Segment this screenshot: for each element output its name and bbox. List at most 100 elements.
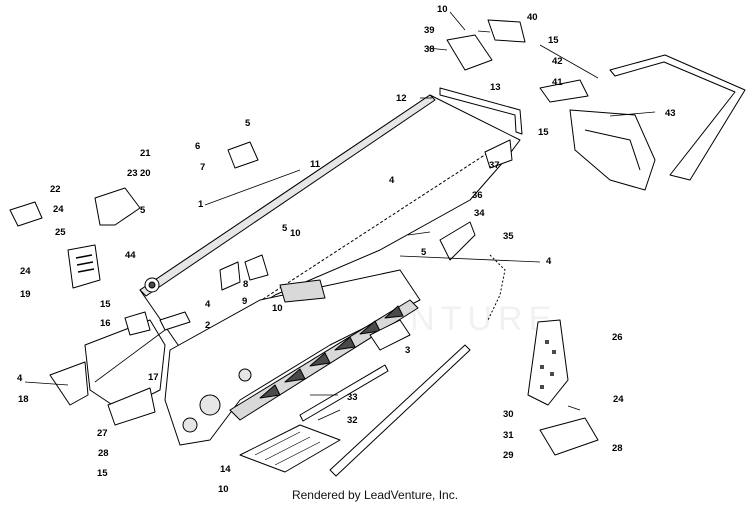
tail-cap-40 <box>487 19 526 43</box>
callout-label: 15 <box>538 127 549 138</box>
callout-label: 5 <box>245 118 251 129</box>
callout-label: 23 <box>127 168 138 179</box>
callout-label: 19 <box>20 289 31 300</box>
callout-label: 34 <box>474 208 485 219</box>
chassis-side-panel <box>164 269 421 446</box>
callout-label: 5 <box>421 247 427 258</box>
rear-bumper-43 <box>569 109 656 191</box>
callout-label: 4 <box>546 256 552 267</box>
bracket-9 <box>219 261 241 291</box>
callout-label: 15 <box>548 35 559 46</box>
callout-label: 26 <box>612 332 623 343</box>
callout-label: 15 <box>97 468 108 479</box>
callout-label: 11 <box>310 159 321 170</box>
callout-label: 13 <box>490 82 501 93</box>
callout-label: 1 <box>198 199 204 210</box>
callout-label: 40 <box>527 12 538 23</box>
callout-label: 7 <box>200 162 205 173</box>
skid-plate <box>239 424 341 473</box>
callout-label: 28 <box>612 443 623 454</box>
callout-label: 25 <box>55 227 66 238</box>
cap-22 <box>9 201 43 227</box>
bulkhead-bracket <box>49 361 89 406</box>
callout-label: 3 <box>405 345 410 356</box>
callout-label: 41 <box>552 77 563 88</box>
bracket-16 <box>124 311 151 336</box>
footrest-holes <box>540 340 556 389</box>
pad-27 <box>107 387 156 426</box>
callout-label: 24 <box>20 266 31 277</box>
callout-label: 36 <box>472 190 483 201</box>
bracket-3 <box>369 319 411 351</box>
callout-label: 29 <box>503 450 514 461</box>
plate-34 <box>439 221 476 261</box>
panel-hole <box>238 368 252 382</box>
callout-label: 32 <box>347 415 358 426</box>
callout-label: 35 <box>503 231 514 242</box>
callout-label: 9 <box>242 296 247 307</box>
callout-label: 14 <box>220 464 231 475</box>
callout-label: 10 <box>218 484 229 495</box>
callout-label: 31 <box>503 430 514 441</box>
brace-truss <box>259 305 404 399</box>
callout-label: 27 <box>97 428 108 439</box>
panel-hole <box>182 417 198 433</box>
callout-label: 5 <box>140 205 146 216</box>
cable-35 <box>487 254 506 321</box>
callout-label: 6 <box>195 141 200 152</box>
callout-label: 24 <box>53 204 64 215</box>
knob-44-center <box>148 281 156 289</box>
callout-label: 8 <box>243 279 248 290</box>
tunnel-rail-flange <box>139 94 436 297</box>
callout-label: 28 <box>98 448 109 459</box>
callout-label: 15 <box>100 299 111 310</box>
cover-10 <box>279 279 326 303</box>
rail-bar-32 <box>329 344 471 477</box>
bracket-39 <box>446 34 493 71</box>
callout-label: 4 <box>17 373 23 384</box>
front-bulkhead <box>84 319 166 411</box>
skid-plate-slots <box>254 431 321 466</box>
callout-label: 42 <box>552 56 563 67</box>
callout-label: 37 <box>489 160 500 171</box>
callout-label: 10 <box>272 303 283 314</box>
callout-label: 22 <box>50 184 61 195</box>
panel-hole <box>199 394 221 416</box>
vent-plate-25 <box>67 244 101 289</box>
callout-label: 4 <box>205 299 211 310</box>
rear-rail-13 <box>439 87 523 135</box>
callout-label: 17 <box>148 372 159 383</box>
callout-label: 10 <box>290 228 301 239</box>
callout-label: 43 <box>665 108 676 119</box>
handle-5 <box>94 187 141 226</box>
footer-credit: Rendered by LeadVenture, Inc. <box>291 488 459 502</box>
callout-label: 30 <box>503 409 514 420</box>
callout-label: 16 <box>100 318 111 329</box>
callout-label: 10 <box>437 4 448 15</box>
bracket-7 <box>227 141 259 169</box>
callout-label: 33 <box>347 392 358 403</box>
rear-flap-41 <box>539 79 589 103</box>
rail-bar-33 <box>299 364 389 422</box>
callout-label: 4 <box>389 175 395 186</box>
shim-2 <box>159 311 191 331</box>
grab-bar <box>609 54 746 181</box>
vent-slots <box>75 254 95 273</box>
callout-label: 20 <box>140 168 151 179</box>
bracket-37 <box>484 139 513 169</box>
callout-label: 5 <box>282 223 288 234</box>
callout-label: 2 <box>205 320 210 331</box>
footrest-26 <box>527 319 569 406</box>
callout-label: 12 <box>396 93 407 104</box>
leader-lines <box>24 11 656 421</box>
bracket-8 <box>244 254 269 281</box>
callout-label: 39 <box>424 25 435 36</box>
rear-bumper-inner <box>584 129 641 171</box>
callout-label: 38 <box>424 44 435 55</box>
callout-label: 24 <box>613 394 624 405</box>
callout-label: 44 <box>125 250 136 261</box>
toe-plate-29 <box>539 417 599 456</box>
callout-label: 21 <box>140 148 151 159</box>
